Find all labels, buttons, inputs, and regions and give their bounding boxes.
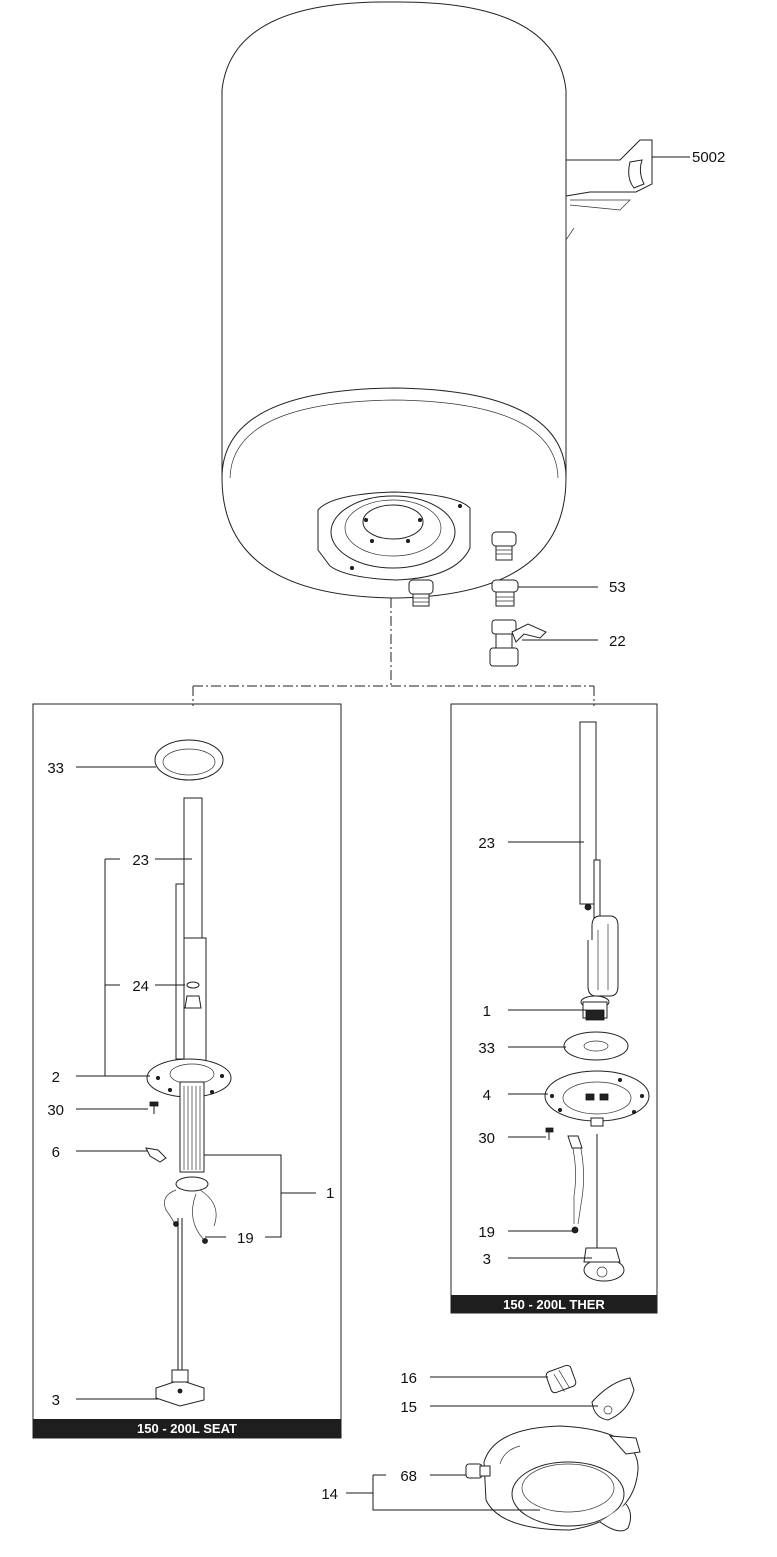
callout-anode-plug: 53	[609, 579, 626, 596]
seat-thermostat	[155, 1369, 205, 1407]
callout-ther-flange: 4	[483, 1087, 491, 1104]
callout-ther-wire: 19	[478, 1224, 495, 1241]
callout-ther-screw: 30	[478, 1130, 495, 1147]
wall-bracket	[565, 139, 653, 242]
callout-lamp-holder: 15	[400, 1399, 417, 1416]
seat-panel	[32, 703, 342, 1439]
callout-bracket: 5002	[692, 149, 725, 166]
tank-bottom-flange	[317, 491, 471, 581]
outlet-pipe	[408, 579, 434, 607]
water-heater-tank	[221, 1, 653, 607]
inlet-plug	[491, 579, 519, 607]
callout-cover: 14	[321, 1486, 338, 1503]
indicator-lamp	[545, 1364, 577, 1394]
ther-panel-title: 150 - 200L THER	[503, 1297, 605, 1312]
callout-seat-clip: 6	[52, 1144, 60, 1161]
callout-seat-washer: 24	[132, 978, 149, 995]
seat-panel-title: 150 - 200L SEAT	[137, 1421, 237, 1436]
callout-lamp: 16	[400, 1370, 417, 1387]
callout-seat-flange: 2	[52, 1069, 60, 1086]
connector-dashdot	[192, 598, 595, 706]
callout-seat-wire: 19	[237, 1230, 254, 1247]
seat-gasket	[154, 739, 224, 781]
callout-seat-anode: 23	[132, 852, 149, 869]
bottom-cover-group	[346, 1364, 641, 1532]
ther-flange	[544, 1070, 650, 1127]
callout-seat-thermostat: 3	[52, 1392, 60, 1409]
callout-ther-gasket: 33	[478, 1040, 495, 1057]
lamp-holder	[591, 1377, 635, 1421]
callout-valve: 22	[609, 633, 626, 650]
callout-ther-thermostat: 3	[483, 1251, 491, 1268]
ther-thermostat	[583, 1247, 625, 1282]
safety-valve	[489, 619, 547, 667]
callout-ther-anode: 23	[478, 835, 495, 852]
control-knob	[465, 1463, 491, 1479]
callout-seat-screw: 30	[47, 1102, 64, 1119]
ther-gasket	[563, 1031, 629, 1061]
bottom-cover	[483, 1425, 641, 1532]
inlet-pipe	[491, 531, 517, 561]
ther-panel	[450, 703, 658, 1314]
callout-seat-gasket: 33	[47, 760, 64, 777]
callout-knob: 68	[400, 1468, 417, 1485]
ther-element-base	[580, 995, 610, 1021]
callout-ther-element: 1	[483, 1003, 491, 1020]
callout-seat-element: 1	[326, 1185, 334, 1202]
